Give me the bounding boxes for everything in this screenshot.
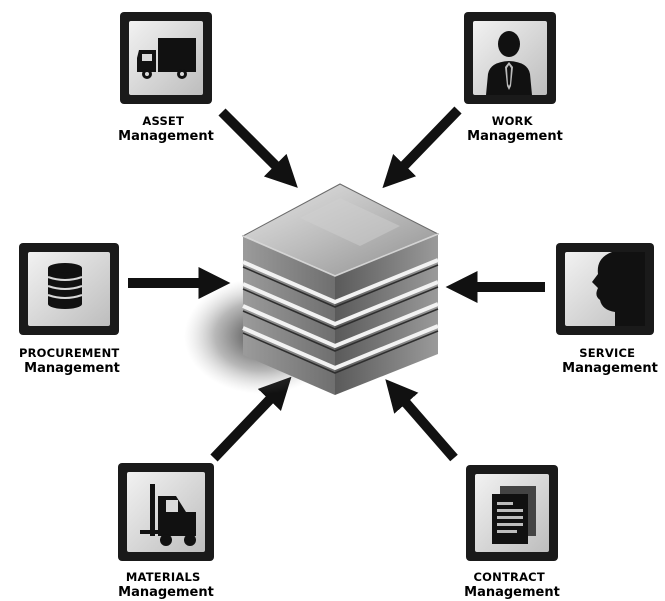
truck-icon — [137, 38, 196, 79]
module-service: SERVICE Management — [556, 243, 658, 376]
svg-text:ASSET Management: ASSET Management — [118, 110, 214, 144]
arrow-asset-to-hub — [218, 108, 298, 188]
contract-subtitle: Management — [464, 585, 560, 600]
procurement-title: PROCUREMENT — [19, 346, 120, 360]
svg-text:WORK Management: WORK Management — [467, 110, 563, 144]
connector-arrows — [128, 106, 545, 462]
work-title: WORK — [492, 114, 534, 128]
head-profile-icon — [592, 252, 645, 326]
svg-text:PROCUREMENT Management: PROCUREMENT Management — [19, 342, 125, 376]
central-hub — [184, 183, 440, 395]
stacked-database-icon — [241, 183, 440, 395]
module-procurement: PROCUREMENT Management — [19, 243, 125, 376]
arrow-contract-to-hub — [385, 379, 458, 462]
contract-title: CONTRACT — [474, 570, 545, 584]
module-materials: MATERIALS Management — [118, 463, 214, 600]
procurement-subtitle: Management — [24, 361, 120, 376]
materials-title: MATERIALS — [126, 570, 201, 584]
asset-subtitle: Management — [118, 129, 214, 144]
materials-subtitle: Management — [118, 585, 214, 600]
svg-text:CONTRACT Management: CONTRACT Management — [464, 566, 560, 600]
svg-text:SERVICE Management: SERVICE Management — [562, 342, 658, 376]
module-asset: ASSET Management — [118, 12, 214, 144]
asset-title: ASSET — [142, 114, 184, 128]
module-contract: CONTRACT Management — [464, 465, 560, 600]
arrow-work-to-hub — [382, 106, 462, 189]
module-work: WORK Management — [464, 12, 563, 144]
document-icon — [492, 486, 536, 544]
worker-icon — [486, 31, 532, 95]
work-subtitle: Management — [467, 129, 563, 144]
arrow-materials-to-hub — [210, 376, 292, 462]
coin-stack-icon — [47, 263, 83, 309]
service-title: SERVICE — [579, 346, 635, 360]
svg-text:MATERIALS Management: MATERIALS Management — [118, 566, 214, 600]
forklift-icon — [140, 484, 196, 546]
service-subtitle: Management — [562, 361, 658, 376]
